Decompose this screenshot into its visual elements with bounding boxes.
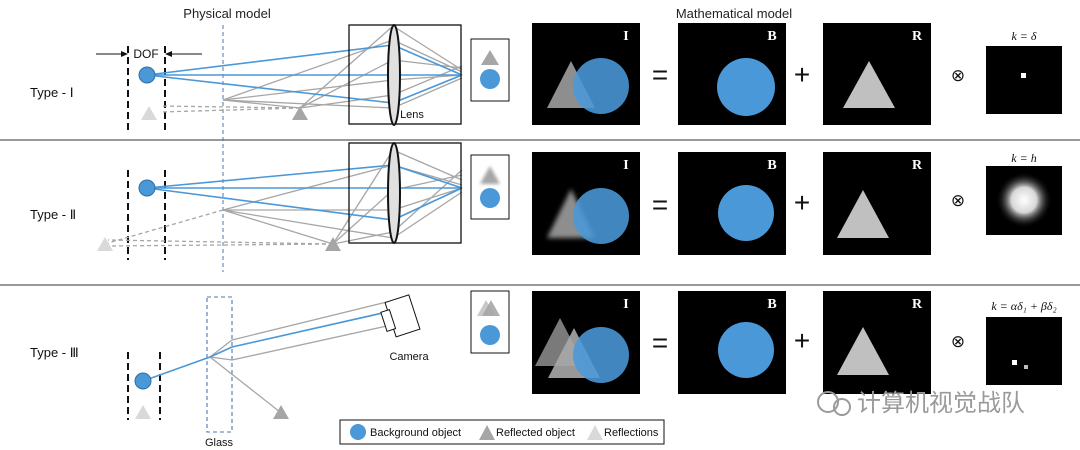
wechat-icon-secondary bbox=[833, 398, 851, 416]
background-object-icon bbox=[138, 66, 156, 84]
sensor-image bbox=[470, 154, 510, 220]
panel-letter-I: I bbox=[623, 297, 628, 312]
arrowhead-icon bbox=[121, 51, 128, 57]
panel-B-row1: B bbox=[678, 23, 786, 125]
watermark-text: 计算机视觉战队 bbox=[857, 389, 1025, 417]
equals-sign: = bbox=[652, 189, 668, 220]
kernel-formula-2: k = h bbox=[1011, 151, 1036, 165]
panel-letter-I: I bbox=[623, 158, 628, 173]
convolve-sign: ⊗ bbox=[951, 332, 965, 351]
background-object-icon bbox=[480, 69, 500, 89]
plus-sign: + bbox=[794, 187, 810, 218]
convolve-sign: ⊗ bbox=[951, 191, 965, 210]
panel-R-row2: R bbox=[823, 152, 931, 255]
background-object-icon bbox=[138, 179, 156, 197]
panel-B-row3: B bbox=[678, 291, 786, 394]
kernel-formula-3: k = αδ₁ + βδ₂ bbox=[991, 299, 1056, 313]
lens-icon bbox=[387, 24, 401, 126]
camera-box bbox=[348, 142, 462, 244]
mathematical-model-header: Mathematical model bbox=[676, 6, 792, 21]
physical-model-header: Physical model bbox=[183, 6, 271, 21]
row-type-2: Type - Ⅱ bbox=[30, 142, 1062, 260]
panel-letter-B: B bbox=[767, 158, 776, 173]
plus-sign: + bbox=[794, 325, 810, 356]
type-1-label: Type - Ⅰ bbox=[30, 85, 74, 100]
blurred-reflected-object-icon bbox=[480, 166, 500, 184]
reflection-icon bbox=[97, 237, 113, 251]
row-type-1: Type - Ⅰ DOF bbox=[30, 23, 1062, 130]
reflected-object-icon bbox=[325, 237, 341, 251]
kernel-formula-1: k = δ bbox=[1011, 29, 1036, 43]
reflected-object-icon bbox=[482, 300, 500, 316]
panel-R-row1: R bbox=[823, 23, 931, 125]
type-2-label: Type - Ⅱ bbox=[30, 207, 76, 222]
row-type-3: Type - Ⅲ Glass Camera bbox=[30, 290, 1062, 449]
wechat-icon bbox=[817, 391, 839, 413]
panel-I-row3: I bbox=[532, 291, 640, 394]
camera-icon bbox=[380, 294, 421, 338]
background-object-icon bbox=[134, 372, 152, 390]
kernel-panel-2 bbox=[986, 166, 1062, 235]
reflected-object-icon bbox=[292, 106, 308, 120]
panel-letter-B: B bbox=[767, 297, 776, 312]
panel-I-row1: I bbox=[532, 23, 640, 125]
watermark: 计算机视觉战队 bbox=[817, 389, 1025, 417]
type-3-label: Type - Ⅲ bbox=[30, 345, 79, 360]
background-rays bbox=[146, 164, 463, 221]
lens-label: Lens bbox=[400, 109, 424, 121]
legend: Background object Reflected object Refle… bbox=[339, 419, 665, 445]
panel-letter-R: R bbox=[912, 297, 923, 312]
background-object-icon bbox=[480, 188, 500, 208]
panel-B-row2: B bbox=[678, 152, 786, 255]
panel-R-row3: R bbox=[823, 291, 931, 394]
reflection-icon bbox=[135, 405, 151, 419]
legend-background-object: Background object bbox=[370, 427, 461, 439]
kernel-panel-3 bbox=[986, 317, 1062, 385]
dof-label: DOF bbox=[133, 47, 158, 61]
reflection-icon bbox=[141, 106, 157, 120]
panel-letter-R: R bbox=[912, 29, 923, 44]
lens-icon bbox=[387, 142, 401, 244]
blue-circle-icon bbox=[350, 424, 366, 440]
reflected-rays bbox=[209, 301, 388, 413]
legend-reflected-object: Reflected object bbox=[496, 427, 575, 439]
panel-letter-I: I bbox=[623, 29, 628, 44]
reflected-rays bbox=[107, 149, 463, 247]
panel-letter-B: B bbox=[767, 29, 776, 44]
gray-triangle-icon bbox=[479, 425, 495, 440]
arrowhead-icon bbox=[165, 51, 172, 57]
kernel-panel-1 bbox=[986, 46, 1062, 114]
plus-sign: + bbox=[794, 59, 810, 90]
reflected-rays bbox=[159, 25, 463, 113]
camera-box bbox=[348, 24, 462, 125]
equals-sign: = bbox=[652, 327, 668, 358]
equals-sign: = bbox=[652, 59, 668, 90]
legend-reflections: Reflections bbox=[604, 427, 659, 439]
reflected-object-icon bbox=[273, 405, 289, 419]
background-object-icon bbox=[480, 325, 500, 345]
background-rays bbox=[142, 311, 388, 382]
panel-I-row2: I bbox=[532, 152, 640, 255]
glass-pane bbox=[206, 296, 233, 433]
background-rays bbox=[146, 44, 463, 104]
convolve-sign: ⊗ bbox=[951, 66, 965, 85]
reflected-object-icon bbox=[481, 50, 499, 65]
camera-label: Camera bbox=[389, 351, 429, 363]
glass-label: Glass bbox=[205, 437, 234, 449]
panel-letter-R: R bbox=[912, 158, 923, 173]
light-triangle-icon bbox=[587, 425, 603, 440]
